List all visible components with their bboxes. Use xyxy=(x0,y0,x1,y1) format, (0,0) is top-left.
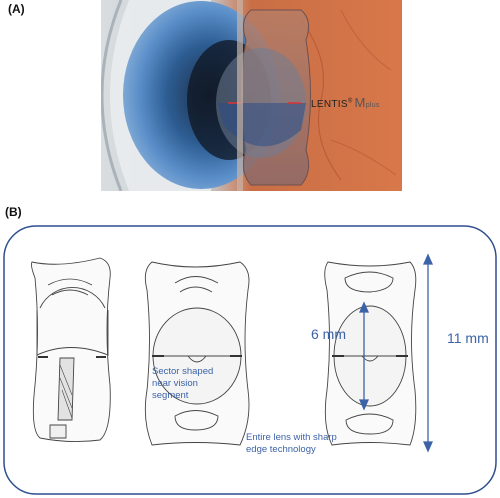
lens-front-view xyxy=(144,261,250,446)
sector-annotation: Sector shaped near vision segment xyxy=(152,366,214,401)
panel-a-label: (A) xyxy=(8,2,25,16)
optic-diameter-label: 6 mm xyxy=(311,326,346,342)
lens-sector-view xyxy=(30,257,111,443)
panel-b-label: (B) xyxy=(5,205,22,219)
six-mm-arrow-bottom xyxy=(358,399,370,411)
eleven-mm-arrow-bottom xyxy=(422,441,434,453)
lens-dimension-view xyxy=(324,261,417,446)
dimension-arrows xyxy=(358,253,434,453)
sharp-edge-annotation: Entire lens with sharp edge technology xyxy=(246,432,337,455)
eleven-mm-arrow-top xyxy=(422,253,434,265)
panel-b-frame xyxy=(3,225,497,495)
eye-illustration xyxy=(101,0,402,191)
overall-length-label: 11 mm xyxy=(447,330,489,346)
six-mm-arrow-top xyxy=(358,301,370,313)
lentis-brand-label: LENTIS®Mplus xyxy=(311,95,380,110)
